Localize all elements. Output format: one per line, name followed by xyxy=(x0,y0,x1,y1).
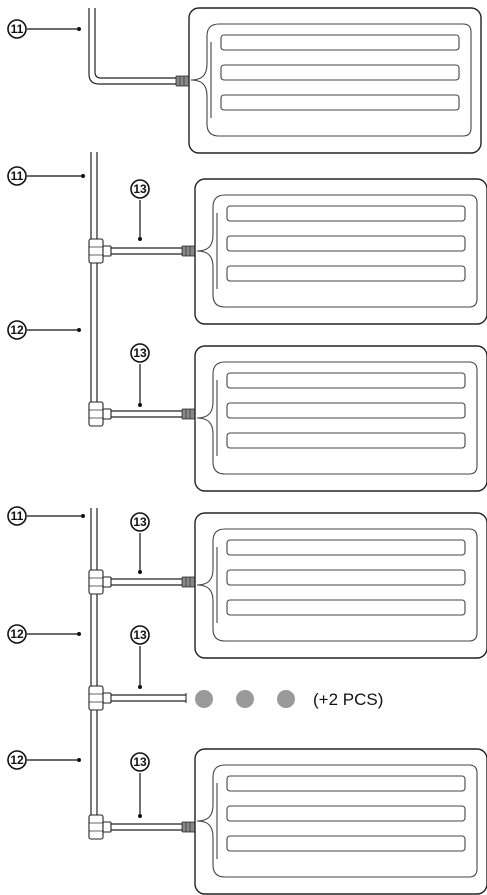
callout-label: 12 xyxy=(10,323,24,337)
callout-label: 11 xyxy=(11,169,24,183)
connector-plug-icon xyxy=(181,821,196,833)
callout-13: 13 xyxy=(130,625,150,689)
callout-label: 13 xyxy=(133,628,147,642)
section-multi-pads: (+2 PCS) 11 13 12 13 xyxy=(7,506,487,895)
callout-12: 12 xyxy=(7,750,81,770)
callout-label: 11 xyxy=(11,509,24,523)
placeholder-dot-icon xyxy=(277,690,295,708)
connector-plug-icon xyxy=(181,576,196,588)
callout-12: 12 xyxy=(7,624,81,644)
callout-label: 11 xyxy=(11,22,24,36)
heating-pad-icon xyxy=(194,178,487,325)
heating-pad-icon xyxy=(194,512,487,659)
callout-11: 11 xyxy=(7,166,85,186)
callout-13: 13 xyxy=(130,512,150,574)
callout-label: 12 xyxy=(10,753,24,767)
callout-label: 13 xyxy=(133,182,147,196)
heating-pad-icon xyxy=(188,7,482,154)
placeholder-dot-icon xyxy=(236,690,254,708)
placeholder-dot-icon xyxy=(195,690,213,708)
section-two-pads: 11 13 12 13 xyxy=(7,152,487,492)
t-connector-icon xyxy=(88,401,112,427)
callout-13: 13 xyxy=(130,752,150,818)
connector-plug-icon xyxy=(175,75,190,87)
t-connector-icon xyxy=(88,238,112,264)
t-connector-icon xyxy=(88,685,112,711)
callout-label: 13 xyxy=(133,755,147,769)
t-connector-icon xyxy=(88,814,112,840)
callout-13: 13 xyxy=(130,179,150,241)
callout-label: 13 xyxy=(133,346,147,360)
connector-plug-icon xyxy=(181,408,196,420)
callout-label: 12 xyxy=(10,627,24,641)
connector-plug-icon xyxy=(181,245,196,257)
section-single-pad: 11 xyxy=(7,7,482,154)
t-connector-icon xyxy=(88,569,112,595)
callout-label: 13 xyxy=(133,515,147,529)
callout-12: 12 xyxy=(7,320,81,340)
extra-pcs-note: (+2 PCS) xyxy=(313,690,383,709)
heating-pad-icon xyxy=(194,345,487,492)
heating-pad-icon xyxy=(194,748,487,895)
callout-11: 11 xyxy=(7,506,85,526)
callout-11: 11 xyxy=(7,19,81,39)
callout-13: 13 xyxy=(130,343,150,407)
